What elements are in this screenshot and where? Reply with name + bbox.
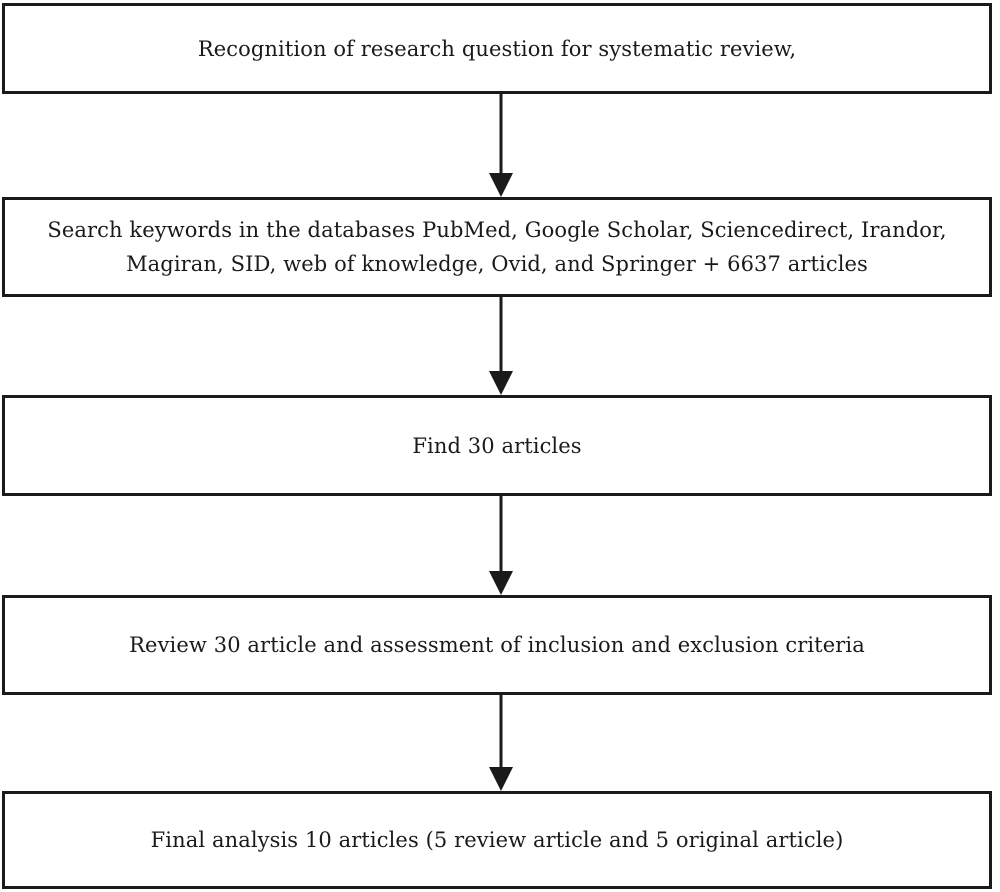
arrow-down-icon: [489, 695, 513, 791]
step-4-text: Review 30 article and assessment of incl…: [129, 633, 865, 657]
step-2-box: Search keywords in the databases PubMed,…: [2, 197, 992, 297]
step-3-text: Find 30 articles: [412, 433, 582, 458]
step-5-box: Final analysis 10 articles (5 review art…: [2, 791, 992, 889]
step-1-box: Recognition of research question for sys…: [2, 3, 992, 94]
step-1-text: Recognition of research question for sys…: [197, 36, 797, 61]
arrow-down-icon: [489, 297, 513, 395]
step-2-text: Search keywords in the databases PubMed,…: [47, 218, 947, 276]
arrow-down-icon: [489, 94, 513, 197]
arrow-down-icon: [489, 496, 513, 595]
step-5-text: Final analysis 10 articles (5 review art…: [150, 828, 844, 852]
step-3-box: Find 30 articles: [2, 395, 992, 496]
step-4-box: Review 30 article and assessment of incl…: [2, 595, 992, 695]
